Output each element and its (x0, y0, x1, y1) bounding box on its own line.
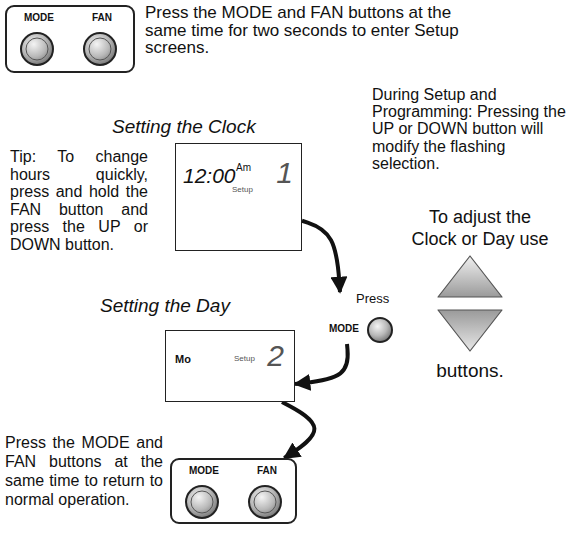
adjust-note: buttons. (425, 360, 515, 382)
section-heading: Setting the Day (100, 295, 280, 317)
display-readout: 12:00 (183, 164, 236, 187)
button-rim (89, 38, 111, 60)
flow-arrow (302, 221, 340, 292)
flow-arrow (295, 344, 348, 384)
mode-button: PressMODE (326, 292, 396, 344)
instruction-text: Press the MODE and FAN buttons at the sa… (145, 4, 475, 57)
tip-note: Tip: To change hours quickly, press and … (10, 148, 148, 254)
mode-button-symbol (186, 486, 218, 518)
adjust-note: To adjust the Clock or Day use (405, 206, 555, 250)
arrow-buttons (438, 256, 502, 351)
display-readout: 1 (276, 156, 293, 189)
fan-button-symbol (84, 33, 116, 65)
up-button-symbol (438, 256, 502, 297)
button-label: Press (356, 292, 389, 306)
down-button-symbol (438, 310, 502, 351)
button-rim (26, 38, 48, 60)
button-label: FAN (257, 465, 277, 476)
section-heading: Setting the Clock (112, 116, 302, 138)
instruction-text: Press the MODE and FAN buttons at the sa… (5, 433, 163, 509)
display-readout: 2 (267, 339, 284, 372)
mode-button-symbol (21, 33, 53, 65)
button-label: MODE (24, 12, 54, 23)
button-panel: MODE FAN (5, 5, 135, 73)
button-panel: MODE FAN (170, 458, 297, 524)
lcd-screen: Mo Setup 2 (165, 330, 295, 402)
button-label: MODE (189, 465, 219, 476)
setup-note: During Setup and Programming: Pressing t… (372, 86, 577, 172)
button-rim (254, 491, 276, 513)
display-readout: Setup (232, 186, 253, 195)
display-readout: Mo (175, 353, 191, 365)
display-readout: Am (236, 162, 251, 173)
mode-button-symbol (368, 318, 392, 342)
display-readout: Setup (234, 355, 255, 364)
button-rim (191, 491, 213, 513)
button-label: MODE (329, 323, 359, 334)
lcd-screen: 12:00AmSetup 1 (175, 143, 302, 251)
flow-arrow (282, 402, 314, 458)
fan-button-symbol (249, 486, 281, 518)
button-label: FAN (92, 12, 112, 23)
